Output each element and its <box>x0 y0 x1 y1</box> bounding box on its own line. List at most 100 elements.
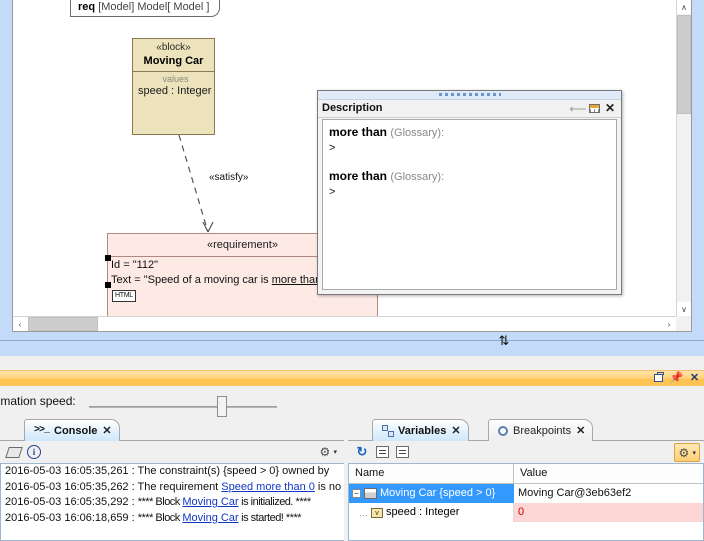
values-compartment-title: values <box>162 74 189 84</box>
info-icon[interactable]: i <box>24 443 44 461</box>
restore-icon[interactable] <box>653 372 664 384</box>
description-drag-grip[interactable] <box>318 91 621 100</box>
tab-console[interactable]: >>_ Console ✕ <box>24 419 120 441</box>
block-moving-car[interactable]: «block» Moving Car values speed : Intege… <box>132 38 219 139</box>
diagram-frame-tab: req [Model] Model[ Model ] <box>70 0 221 17</box>
back-arrow-icon[interactable]: ⟵ <box>569 101 587 116</box>
diagram-vertical-scrollbar[interactable]: ∧ ∨ <box>676 0 691 316</box>
collapse-all-icon[interactable] <box>372 443 392 461</box>
splitter-resize-handle[interactable]: ⇅ <box>498 333 510 348</box>
satisfy-label: «satisfy» <box>209 172 249 183</box>
simulation-toolbar: nimation speed: <box>0 386 704 418</box>
glossary-source: (Glossary): <box>390 127 445 139</box>
splitter-line <box>0 340 704 341</box>
block-icon <box>364 488 377 499</box>
log-text-post: is initialized. **** <box>238 496 311 508</box>
chevron-down-icon: ▾ <box>333 448 337 456</box>
frame-tab-name: Model[ Model ] <box>137 1 210 13</box>
log-link[interactable]: Speed more than 0 <box>221 480 315 493</box>
console-icon: >>_ <box>34 425 50 436</box>
tab-variables-close-icon[interactable]: ✕ <box>451 425 461 437</box>
simulation-pane: 📌 ✕ nimation speed: >>_ Console ✕ <box>0 356 704 541</box>
requirement-node[interactable]: «requirement» Id = "112" Text = "Speed o… <box>105 233 380 316</box>
table-icon[interactable] <box>586 101 602 116</box>
requirement-id-line: Id = "112" <box>111 259 159 271</box>
pane-splitter[interactable] <box>0 336 704 356</box>
scroll-corner <box>676 316 691 331</box>
column-header-value[interactable]: Value <box>520 467 548 479</box>
log-link[interactable]: Moving Car <box>182 511 239 524</box>
variables-icon <box>382 425 394 437</box>
table-row[interactable]: … v speed : Integer 0 <box>349 503 703 522</box>
expand-all-icon[interactable] <box>392 443 412 461</box>
diagram-editor-pane: req [Model] Model[ Model ] «satisfy» «bl… <box>12 0 692 332</box>
log-line: 2016-05-03 16:05:35,261 : The constraint… <box>1 464 344 480</box>
frame-tab-kind: req <box>78 1 96 13</box>
description-window[interactable]: Description ⟵ ✕ more than (Glossary): > … <box>317 90 622 295</box>
expander-icon[interactable]: − <box>352 489 361 498</box>
horizontal-scroll-thumb[interactable] <box>28 317 98 331</box>
refresh-icon[interactable]: ↻ <box>356 444 368 459</box>
grip-dots-icon <box>438 93 501 96</box>
glossary-definition: > <box>329 186 336 198</box>
variable-name: Moving Car {speed > 0} <box>380 487 496 499</box>
variables-table-header: Name Value <box>349 464 703 484</box>
log-timestamp: 2016-05-03 16:05:35,292 : <box>5 496 138 508</box>
diagram-frame: req [Model] Model[ Model ] «satisfy» «bl… <box>12 0 692 332</box>
console-toolbar: i ⚙ ▾ <box>0 441 344 464</box>
tree-line: … <box>359 507 368 518</box>
selection-handle[interactable] <box>105 255 111 261</box>
block-name: Moving Car <box>143 55 204 67</box>
table-row[interactable]: − Moving Car {speed > 0} Moving Car@3eb6… <box>349 484 703 503</box>
console-log[interactable]: 2016-05-03 16:05:35,261 : The constraint… <box>0 463 344 541</box>
tab-variables[interactable]: Variables ✕ <box>372 419 469 441</box>
requirement-text-link[interactable]: more than <box>271 274 322 286</box>
simulation-titlebar: 📌 ✕ <box>0 370 704 387</box>
log-line: 2016-05-03 16:05:35,262 : The requiremen… <box>1 480 344 496</box>
close-icon[interactable]: ✕ <box>689 372 700 384</box>
variable-value: Moving Car@3eb63ef2 <box>514 484 703 503</box>
variable-name-cell[interactable]: − Moving Car {speed > 0} <box>349 484 514 503</box>
variable-name-cell[interactable]: … v speed : Integer <box>349 503 514 522</box>
requirement-html-badge-row: HTML <box>111 288 377 302</box>
scroll-up-icon[interactable]: ∧ <box>677 0 691 14</box>
glossary-source: (Glossary): <box>390 171 445 183</box>
pin-icon[interactable]: 📌 <box>669 372 684 384</box>
variables-options-button[interactable]: ⚙ ▾ <box>674 443 700 462</box>
tab-breakpoints[interactable]: Breakpoints ✕ <box>488 419 594 441</box>
tab-breakpoints-close-icon[interactable]: ✕ <box>576 425 586 437</box>
console-tabstrip: >>_ Console ✕ <box>0 418 344 441</box>
console-options-button[interactable]: ⚙ ▾ <box>316 443 340 460</box>
tab-console-close-icon[interactable]: ✕ <box>102 425 112 437</box>
selection-handle[interactable] <box>105 282 111 288</box>
slider-knob[interactable] <box>217 396 227 417</box>
glossary-term-text: more than <box>329 125 388 139</box>
diagram-horizontal-scrollbar[interactable]: ‹ › <box>13 316 676 331</box>
window-buttons: 📌 ✕ <box>653 372 700 384</box>
variables-toolbar: ↻ ⚙ ▾ <box>348 441 704 464</box>
variable-name: speed : Integer <box>386 506 460 518</box>
log-timestamp: 2016-05-03 16:05:35,261 : <box>5 465 138 477</box>
glossary-entry-term: more than (Glossary): <box>329 168 610 185</box>
log-link[interactable]: Moving Car <box>182 496 239 508</box>
scroll-left-icon[interactable]: ‹ <box>18 319 22 329</box>
column-header-name[interactable]: Name <box>349 464 514 483</box>
vertical-scroll-thumb[interactable] <box>677 15 691 114</box>
scroll-down-icon[interactable]: ∨ <box>677 302 691 316</box>
scroll-right-icon[interactable]: › <box>667 319 671 329</box>
block-property-speed: speed : Integer <box>138 85 212 97</box>
glossary-entry-term: more than (Glossary): <box>329 124 610 141</box>
block-values-compartment: values speed : Integer <box>133 72 214 98</box>
log-line: 2016-05-03 16:05:35,292 : **** Block Mov… <box>1 495 344 511</box>
log-text-post: is started! **** <box>238 511 302 524</box>
clear-console-icon[interactable] <box>4 443 24 461</box>
log-text: The constraint(s) {speed > 0} owned by <box>137 465 330 477</box>
description-title: Description <box>322 102 383 114</box>
html-badge: HTML <box>112 290 136 302</box>
animation-speed-slider[interactable] <box>89 396 277 417</box>
diagram-canvas[interactable]: req [Model] Model[ Model ] «satisfy» «bl… <box>13 0 676 316</box>
log-text: **** Block <box>137 511 183 524</box>
variables-tree[interactable]: Name Value − Moving Car {speed > 0} Movi… <box>348 463 704 541</box>
close-icon[interactable]: ✕ <box>604 101 616 115</box>
